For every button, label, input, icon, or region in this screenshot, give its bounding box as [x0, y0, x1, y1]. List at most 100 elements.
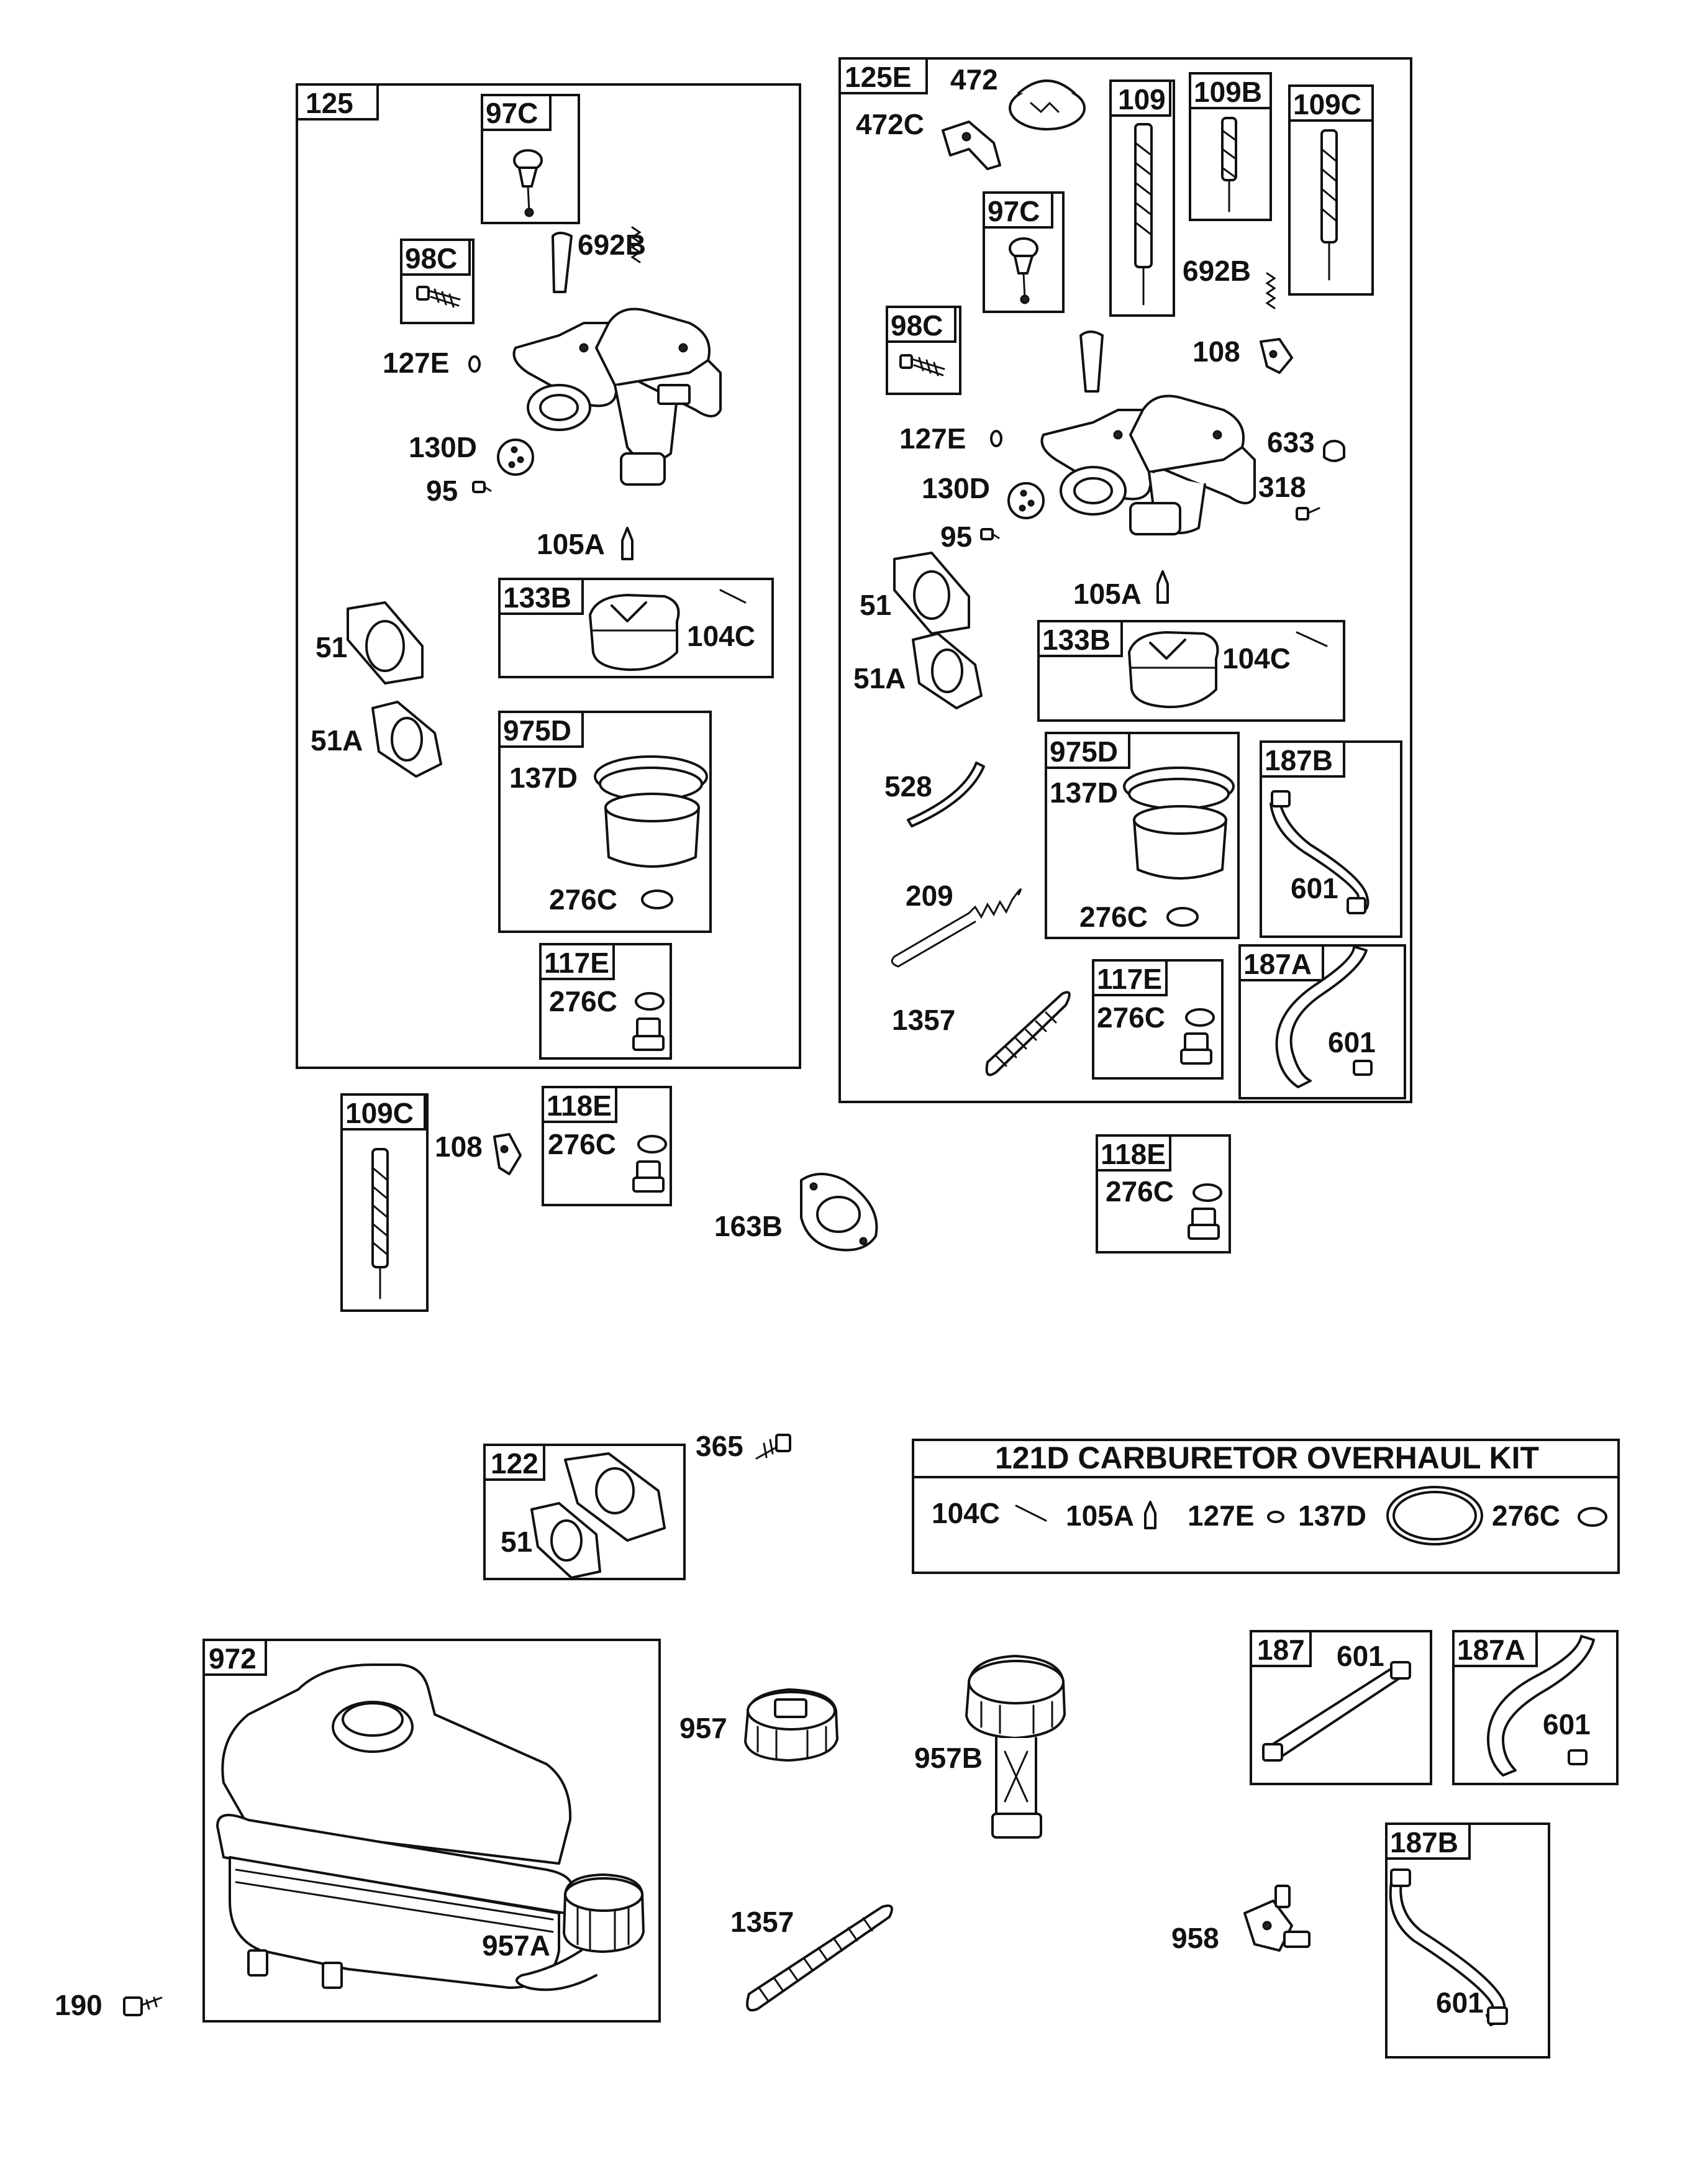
screen-109-part [1134, 123, 1153, 306]
callout-472: 472 [950, 63, 998, 96]
group-109b: 109B [1189, 72, 1272, 221]
float-133b-part [1128, 631, 1219, 709]
pin-104c-part [1296, 631, 1328, 647]
callout-1357: 1357 [892, 1004, 955, 1036]
callout-190: 190 [55, 1989, 102, 2021]
gasket-51a-part [371, 701, 442, 778]
plate-130d-part [1007, 482, 1045, 519]
callout-130d: 130D [922, 472, 990, 504]
o-ring-127e-part [468, 355, 481, 373]
callout-276c: 276C [1106, 1175, 1174, 1208]
group-98c-right: 98C [886, 306, 961, 395]
kit-item-105a: 105A [1066, 1499, 1134, 1532]
callout-601: 601 [1436, 1986, 1484, 2019]
kit-item-104c: 104C [932, 1497, 1000, 1529]
gasket-51-part [893, 552, 970, 635]
float-bowl-part [1123, 767, 1235, 880]
spring-guard-1357-part [746, 1904, 893, 2012]
box-label-187b: 187B [1390, 1826, 1458, 1859]
callout-601: 601 [1337, 1640, 1384, 1672]
clip-108-part [493, 1133, 522, 1175]
callout-692b: 692B [578, 229, 646, 261]
carburetor-overhaul-kit: 121D CARBURETOR OVERHAUL KIT 104C 105A 1… [912, 1439, 1620, 1574]
callout-633: 633 [1267, 426, 1315, 458]
o-ring-127e-part [1267, 1511, 1284, 1523]
group-187b-upper: 187B 601 [1260, 740, 1402, 938]
screw-part [416, 286, 461, 308]
screen-109c-part [371, 1148, 389, 1299]
fuel-line-187b-part [1270, 790, 1370, 914]
callout-601: 601 [1543, 1708, 1591, 1741]
cap-957b-part [965, 1655, 1066, 1839]
choke-lever-part [513, 149, 543, 217]
callout-528: 528 [884, 770, 932, 803]
group-133b-left: 133B 104C [498, 578, 774, 678]
group-109c-right: 109C [1288, 84, 1374, 296]
callout-130d: 130D [409, 431, 477, 463]
knob-472-part [1009, 80, 1086, 130]
fuel-line-187a-part [1275, 945, 1373, 1088]
callout-127e: 127E [899, 422, 966, 455]
group-187b-lower: 187B 601 [1385, 1822, 1550, 2059]
box-label-975d: 975D [1050, 735, 1118, 768]
bushing-633-part [1323, 440, 1345, 462]
box-label-972: 972 [209, 1642, 257, 1675]
callout-276c: 276C [1079, 901, 1148, 933]
gasket-51a-part [912, 632, 983, 709]
fuel-line-187-part [1262, 1661, 1411, 1762]
box-label-109: 109 [1118, 83, 1166, 116]
group-97c-right: 97C [983, 191, 1065, 313]
washer-276c-part [1192, 1183, 1222, 1202]
group-972: 972 957A [202, 1639, 661, 2023]
bracket-472c-part [942, 121, 1001, 170]
box-label-133b: 133B [1042, 624, 1111, 656]
group-125e: 125E [838, 57, 1412, 1103]
washer-276c-part [1578, 1507, 1607, 1527]
group-118e-right: 118E 276C [1096, 1134, 1231, 1254]
needle-105a-part [1144, 1501, 1156, 1529]
box-label-97c: 97C [988, 195, 1040, 227]
callout-276c: 276C [549, 985, 617, 1017]
kit-item-137d: 137D [1298, 1499, 1366, 1532]
callout-692b: 692B [1183, 255, 1251, 287]
box-label-109c: 109C [1293, 88, 1361, 121]
callout-137d: 137D [1050, 776, 1118, 809]
callout-276c: 276C [548, 1128, 616, 1160]
callout-104c: 104C [1222, 642, 1291, 675]
group-118e-left: 118E 276C [542, 1086, 672, 1206]
callout-276c: 276C [1097, 1001, 1165, 1034]
box-label-125: 125 [306, 87, 353, 119]
group-187a-lower: 187A 601 [1452, 1630, 1619, 1785]
box-label-187a: 187A [1243, 948, 1312, 980]
callout-318: 318 [1258, 471, 1306, 503]
screw-95-part [472, 481, 492, 493]
box-label-109b: 109B [1194, 76, 1262, 108]
box-label-98c: 98C [891, 309, 943, 342]
fuel-line-187a-part [1487, 1635, 1595, 1777]
kit-item-127e: 127E [1188, 1499, 1254, 1532]
gasket-163b-part [800, 1173, 878, 1252]
cap-957-part [744, 1688, 838, 1762]
callout-601: 601 [1291, 872, 1338, 904]
box-label-133b: 133B [503, 581, 571, 614]
callout-108: 108 [435, 1131, 483, 1163]
group-97c-left: 97C [481, 94, 580, 224]
choke-lever-part [1009, 237, 1038, 304]
group-117e-right: 117E 276C [1092, 959, 1224, 1080]
box-label-97c: 97C [486, 97, 538, 129]
washer-276c-part [635, 992, 665, 1011]
bolt-part [632, 1160, 665, 1193]
box-label-187b: 187B [1265, 744, 1333, 776]
callout-51a: 51A [853, 662, 906, 694]
carburetor-left-part [512, 232, 722, 486]
callout-601: 601 [1328, 1026, 1376, 1058]
callout-472c: 472C [856, 108, 924, 140]
group-975d-left: 975D 137D 276C [498, 711, 712, 933]
callout-957b: 957B [914, 1742, 983, 1774]
callout-127e: 127E [383, 347, 449, 379]
callout-957: 957 [679, 1712, 727, 1744]
kit-item-276c: 276C [1492, 1499, 1560, 1532]
group-122: 122 51 [483, 1444, 686, 1580]
cap-957a-part [516, 1873, 645, 1991]
